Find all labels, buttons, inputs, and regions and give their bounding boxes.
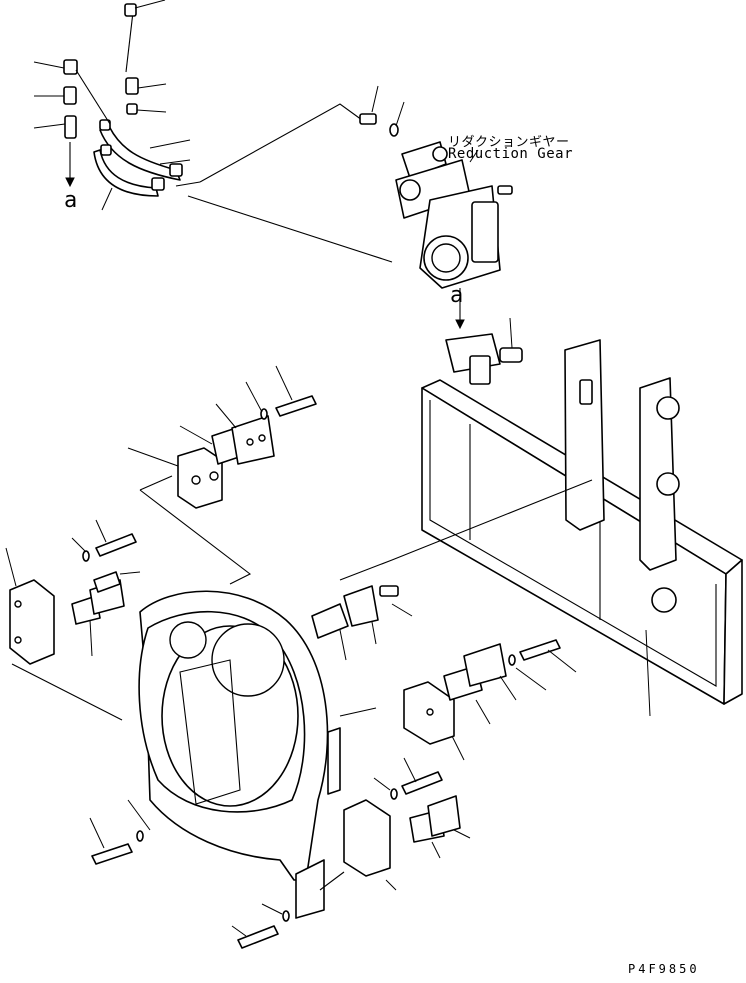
connection-marker-right: a <box>450 283 464 308</box>
lower-pad-group <box>89 757 471 949</box>
right-pad-group <box>339 639 577 761</box>
center-clamp-group <box>311 479 593 661</box>
drawing-code: P4F9850 <box>628 962 700 976</box>
reduction-gear-unit <box>359 85 513 330</box>
part-name-english: Reduction Gear <box>448 146 574 162</box>
part-name-japanese: リダクションギヤー <box>448 135 570 150</box>
left-pad-group <box>5 519 141 721</box>
flange-plate <box>127 590 341 919</box>
upper-pad-group <box>127 365 317 585</box>
hose-fitting-group <box>33 0 393 263</box>
connection-marker-left: a <box>64 188 78 213</box>
fork-carriage-frame <box>421 339 743 717</box>
valve-block <box>445 317 523 385</box>
